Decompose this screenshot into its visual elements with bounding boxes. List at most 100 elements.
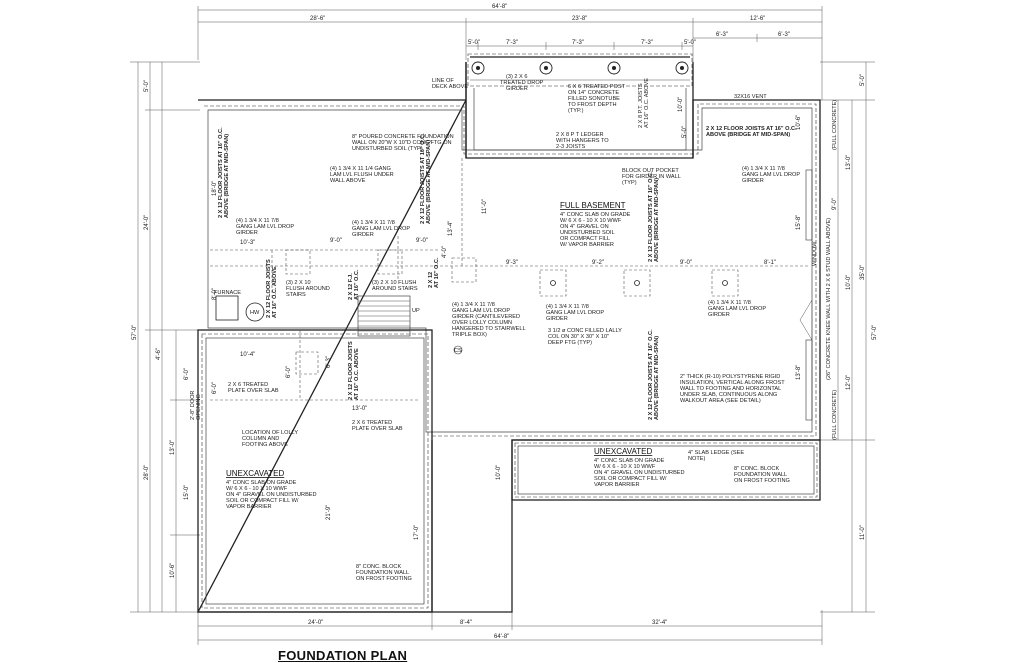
note-block-wall-right-2: FOUNDATION WALL bbox=[734, 472, 787, 478]
note-cantilever-3: GIRDER (CANTILEVERED bbox=[452, 314, 520, 320]
dim-deck-d: 7'-3" bbox=[641, 40, 653, 46]
note-block-wall-right-3: ON FROST FOOTING bbox=[734, 478, 790, 484]
column-footing-1 bbox=[285, 249, 311, 275]
note-joists-small2-1: 2 X 12 bbox=[428, 272, 434, 288]
dim-left-e: 13'-0" bbox=[170, 440, 176, 455]
dim-left-a: 5'-0" bbox=[144, 80, 150, 92]
dim-right-b: 35'-0" bbox=[860, 265, 866, 280]
note-slab-1: 4" CONC SLAB ON GRADE bbox=[560, 212, 631, 218]
note-joists-left-2: ABOVE (BRIDGE AT MID-SPAN) bbox=[224, 134, 230, 218]
water-heater-label: HW bbox=[250, 310, 260, 316]
dim-left-overall: 57'-0" bbox=[132, 325, 138, 340]
column-footing-5 bbox=[623, 269, 651, 297]
dim-g7: 8'-1" bbox=[764, 260, 776, 266]
svg-text:2 X 12 FLOOR JOISTS AT 16" O.C: 2 X 12 FLOOR JOISTS AT 16" O.C.ABOVE (BR… bbox=[648, 171, 660, 262]
note-slab-6: W/ VAPOR BARRIER bbox=[560, 242, 614, 248]
note-lvl-flush-1: (4) 1 3/4 X 11 1/4 GANG bbox=[330, 166, 391, 172]
note-deck-joists-2: AT 16" O.C. ABOVE bbox=[644, 78, 650, 128]
dim-b10: 10'-0" bbox=[496, 465, 502, 480]
stairs: UP bbox=[357, 295, 420, 337]
note-vent: 32X16 VENT bbox=[734, 94, 767, 100]
note-lolly-1: 3 1/2 ø CONC FILLED LALLY bbox=[548, 328, 622, 334]
svg-text:2 X 12 FLOOR JOISTS AT 16" O.C: 2 X 12 FLOOR JOISTS AT 16" O.C.ABOVE (BR… bbox=[218, 127, 230, 218]
note-polystyrene-2: INSULATION, VERTICAL ALONG FROST bbox=[680, 380, 785, 386]
note-slab-2: W/ 6 X 6 - 10 X 10 WWF bbox=[560, 218, 622, 224]
note-joists-left-1: 2 X 12 FLOOR JOISTS AT 16" O.C. bbox=[218, 127, 224, 218]
note-joists-hall-1: 2 X 12 FLOOR JOISTS bbox=[348, 341, 354, 400]
note-joists-stair-2: AT 16" O.C. ABOVE bbox=[272, 266, 278, 318]
note-drop-girder-3: GIRDER bbox=[506, 86, 528, 92]
dim-left-c: 28'-0" bbox=[144, 465, 150, 480]
note-drop-girder-1: (3) 2 X 6 bbox=[506, 74, 527, 80]
note-full-concrete-bottom: (FULL CONCRETE) bbox=[832, 390, 838, 440]
note-unexc-slab-left-3: ON 4" GRAVEL ON UNDISTURBED bbox=[226, 492, 317, 498]
dim-left-b: 24'-0" bbox=[144, 215, 150, 230]
note-lvl-drop4-1: (4) 1 3/4 X 11 7/8 bbox=[708, 300, 751, 306]
note-unexc-slab-left-1: 4" CONC SLAB ON GRADE bbox=[226, 480, 297, 486]
note-unexc-slab-right-4: SOIL OR COMPACT FILL W/ bbox=[594, 476, 667, 482]
dim-g5: 9'-2" bbox=[592, 260, 604, 266]
dim-right-a: 5'-0" bbox=[860, 74, 866, 86]
note-flush-stairs-3: STAIRS bbox=[286, 292, 306, 298]
svg-text:2 X 12 FLOOR JOISTS AT 16" O.C: 2 X 12 FLOOR JOISTS AT 16" O.C.ABOVE (BR… bbox=[420, 133, 432, 224]
dim-left-g: 6'-0" bbox=[184, 368, 190, 380]
note-door-left-2: OPENING bbox=[196, 394, 202, 420]
note-lvl-drop-left-3: GIRDER bbox=[236, 230, 258, 236]
note-joists-hall-2: AT 16" O.C. ABOVE bbox=[354, 348, 360, 400]
note-unexc-slab-right-5: VAPOR BARRIER bbox=[594, 482, 640, 488]
note-joists-mid-2: ABOVE (BRIDGE AT MID-SPAN) bbox=[426, 140, 432, 224]
svg-text:2 X 12 FLOOR JOISTSAT 16" O.C.: 2 X 12 FLOOR JOISTSAT 16" O.C. ABOVE bbox=[348, 341, 360, 400]
dim-g3: 9'-0" bbox=[416, 238, 428, 244]
note-lvl-drop-left-1: (4) 1 3/4 X 11 7/8 bbox=[236, 218, 279, 224]
dim-top-mid: 23'-8" bbox=[572, 16, 587, 22]
note-foundation-wall-2: WALL ON 20"W X 10"D CONC FTG ON bbox=[352, 140, 452, 146]
note-block-wall-left-3: ON FROST FOOTING bbox=[356, 576, 412, 582]
note-block-out-2: FOR GIRDER IN WALL bbox=[622, 174, 681, 180]
dim-b4: 8'-0" bbox=[212, 288, 218, 300]
note-unexc-slab-right-1: 4" CONC SLAB ON GRADE bbox=[594, 458, 665, 464]
note-post-3: FILLED SONOTUBE bbox=[568, 96, 620, 102]
note-lolly-loc-2: COLUMN AND bbox=[242, 436, 279, 442]
dim-right-d: 10'-0" bbox=[846, 275, 852, 290]
note-unexc-slab-right-3: ON 4" GRAVEL ON UNDISTURBED bbox=[594, 470, 685, 476]
note-joists-mid-1: 2 X 12 FLOOR JOISTS AT 16" O.C. bbox=[420, 133, 426, 224]
column-tag: CS bbox=[454, 348, 462, 354]
column-footing-3 bbox=[451, 257, 477, 283]
note-joists-low-2: ABOVE (BRIDGE AT MID-SPAN) bbox=[654, 336, 660, 420]
note-block-wall-left-1: 8" CONC. BLOCK bbox=[356, 564, 401, 570]
note-cantilever-6: TRIPLE BOX) bbox=[452, 332, 487, 338]
dim-bottom-a: 24'-0" bbox=[308, 620, 323, 626]
dim-right-g: 9'-0" bbox=[832, 198, 838, 210]
svg-text:2 X 12 FLOOR JOISTS AT 16" O.C: 2 X 12 FLOOR JOISTS AT 16" O.C.ABOVE (BR… bbox=[706, 126, 797, 138]
dim-b11: 13'-4" bbox=[448, 221, 454, 236]
dim-b5: 4'-0" bbox=[442, 246, 448, 258]
column-footing-2 bbox=[377, 249, 403, 275]
note-foundation-wall-1: 8" POURED CONCRETE FOUNDATION bbox=[352, 134, 454, 140]
dim-b3: 10'-0" bbox=[678, 97, 684, 112]
note-slab-ledge-1: 4" SLAB LEDGE (SEE bbox=[688, 450, 744, 456]
note-lolly-loc-1: LOCATION OF LOLLY bbox=[242, 430, 298, 436]
note-unexc-slab-right-2: W/ 6 X 6 - 10 X 10 WWF bbox=[594, 464, 656, 470]
post-footing-3 bbox=[607, 61, 621, 75]
dim-b12: 6'-0" bbox=[212, 382, 218, 394]
note-lvl-flush-2: LAM LVL FLUSH UNDER bbox=[330, 172, 394, 178]
note-flush-stairs2-2: AROUND STAIRS bbox=[372, 286, 418, 292]
post-footing-4 bbox=[675, 61, 689, 75]
note-treated-plate2-1: 2 X 6 TREATED bbox=[352, 420, 392, 426]
dim-b9: 5'-0" bbox=[682, 126, 688, 138]
note-door-left-1: 2'-8" DOOR bbox=[190, 391, 196, 420]
svg-text:2 X 12 F.J.AT 16" O.C.: 2 X 12 F.J.AT 16" O.C. bbox=[348, 269, 360, 300]
note-foundation-wall-3: UNDISTURBED SOIL (TYP) bbox=[352, 146, 423, 152]
note-full-concrete-top: (FULL CONCRETE) bbox=[832, 100, 838, 150]
post-footing-2 bbox=[539, 61, 553, 75]
dim-b2: 11'-0" bbox=[482, 199, 488, 214]
